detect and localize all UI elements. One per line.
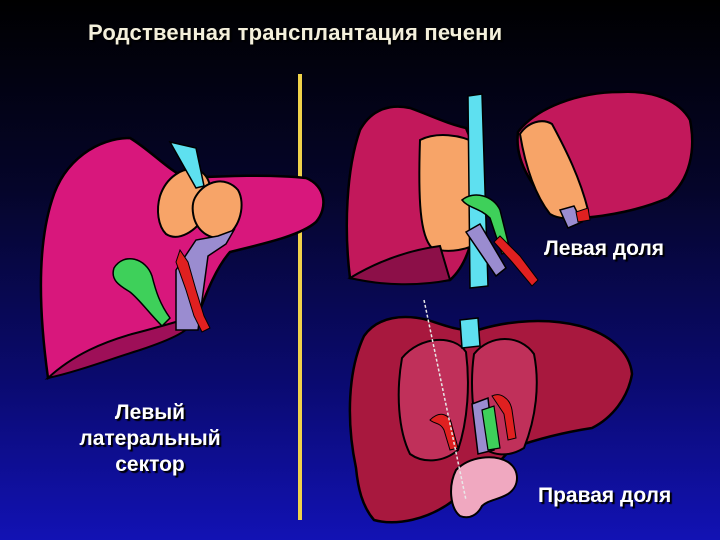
artery-bottomright	[429, 413, 459, 451]
label-left-lobe: Левая доля	[544, 237, 665, 260]
label-left-lateral-sector-line-1: Левый	[114, 401, 186, 424]
left-lateral-sector-illustration	[39, 136, 325, 380]
liver-underside-topright	[347, 244, 452, 286]
left-lobe-illustration	[345, 90, 694, 289]
right-lobe-illustration	[348, 299, 634, 524]
graft-left-half	[397, 339, 469, 462]
center-divider	[298, 74, 302, 520]
artery-bottomright-2	[491, 394, 517, 441]
slide-title: Родственная трансплантация печени	[88, 20, 503, 45]
donor-artery-stub	[575, 207, 591, 223]
artery-topright	[493, 235, 539, 287]
suture-line-bottomright	[423, 299, 467, 501]
orange-remnant-topright	[418, 134, 484, 252]
label-right-lobe: Правая доля	[538, 484, 672, 507]
bile-duct-left	[112, 258, 171, 328]
vena-cava-left	[168, 140, 205, 189]
vena-cava-bottomright	[459, 317, 481, 349]
label-left-lateral-sector: Левый латеральный сектор	[40, 400, 260, 478]
duodenum-bottomright	[450, 456, 518, 519]
label-left-lateral-sector-line-3: сектор	[115, 453, 185, 476]
label-left-lateral-sector-line-2: латеральный	[79, 427, 221, 450]
portal-vein-topright	[464, 222, 507, 278]
bile-duct-bottomright	[481, 405, 501, 451]
artery-left	[175, 248, 211, 333]
